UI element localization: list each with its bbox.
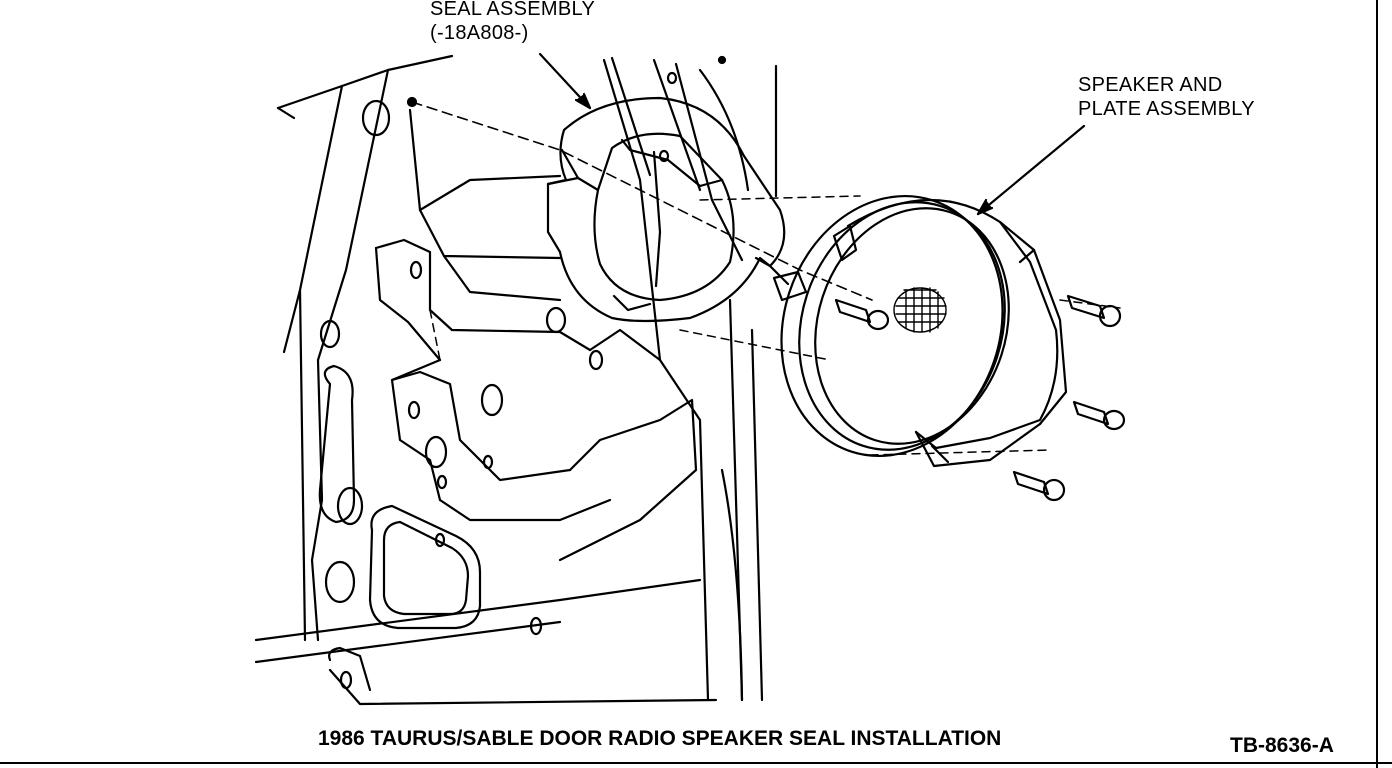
alignment-lines <box>429 195 1121 456</box>
border-bottom <box>0 762 1392 764</box>
speaker-leader-arrow <box>976 124 1086 216</box>
screw-right-middle <box>1072 400 1126 431</box>
door-inner-panel <box>254 54 778 706</box>
screw-right-bottom <box>1012 470 1066 502</box>
figure-id: TB-8636-A <box>1230 734 1334 757</box>
alignment-centerline <box>411 101 873 301</box>
seal-label-line1: SEAL ASSEMBLY <box>430 0 596 20</box>
seal-label-line2: (-18A808-) <box>430 22 529 44</box>
speaker-label-line2: PLATE ASSEMBLY <box>1078 98 1255 120</box>
border-right <box>1376 0 1378 768</box>
seal-assembly-label: SEAL ASSEMBLY (-18A808-) <box>430 0 595 45</box>
speaker-grille <box>893 287 947 333</box>
speaker-and-plate-assembly <box>772 195 1068 468</box>
seal-assembly <box>546 96 790 323</box>
figure-caption: 1986 TAURUS/SABLE DOOR RADIO SPEAKER SEA… <box>318 727 1002 750</box>
screw-right-top <box>1066 294 1122 328</box>
screw-upper-left <box>834 298 890 331</box>
screws <box>834 294 1126 502</box>
speaker-label-line1: SPEAKER AND <box>1078 74 1223 96</box>
seal-leader-arrow <box>538 52 592 110</box>
speaker-assembly-label: SPEAKER AND PLATE ASSEMBLY <box>1078 73 1255 121</box>
